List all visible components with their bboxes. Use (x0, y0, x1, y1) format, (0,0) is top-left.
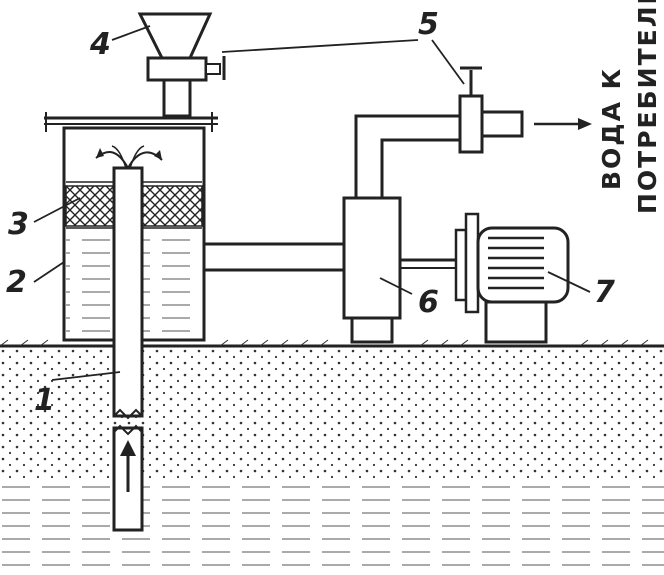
label-3: 3 (8, 207, 29, 242)
label-1: 1 (34, 383, 55, 418)
motor (454, 212, 570, 344)
label-7: 7 (594, 275, 615, 310)
pipes (204, 114, 468, 272)
hopper (137, 12, 226, 118)
label-5: 5 (418, 7, 439, 42)
label-6: 6 (418, 285, 439, 320)
part-labels: 1 2 3 4 5 6 7 (6, 7, 615, 418)
caption-line-2: ПОТРЕБИТЕЛЮ (633, 0, 662, 214)
label-2: 2 (6, 265, 27, 300)
leader-lines (33, 25, 591, 381)
caption-line-1: ВОДА К (597, 67, 626, 190)
pump (342, 196, 456, 344)
ground (0, 339, 664, 570)
label-4: 4 (89, 27, 111, 62)
well-pipe (95, 145, 163, 532)
consumer-caption: ВОДА К ПОТРЕБИТЕЛЮ (597, 0, 662, 214)
valve (458, 66, 592, 154)
